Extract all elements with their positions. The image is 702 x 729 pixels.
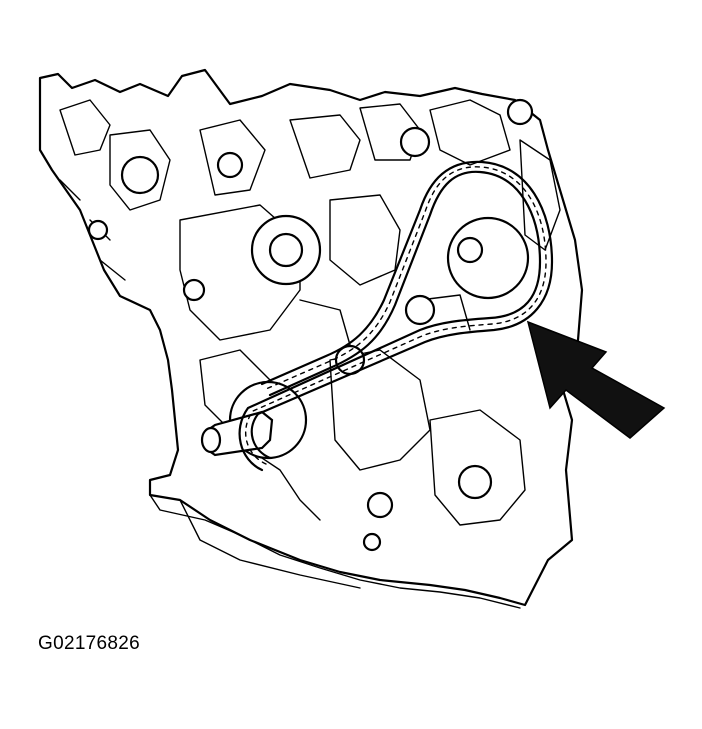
figure-code: G02176826	[38, 633, 141, 654]
timing-chain	[238, 160, 554, 472]
arrow-pointer-icon	[526, 320, 666, 439]
engine-block	[38, 68, 584, 609]
